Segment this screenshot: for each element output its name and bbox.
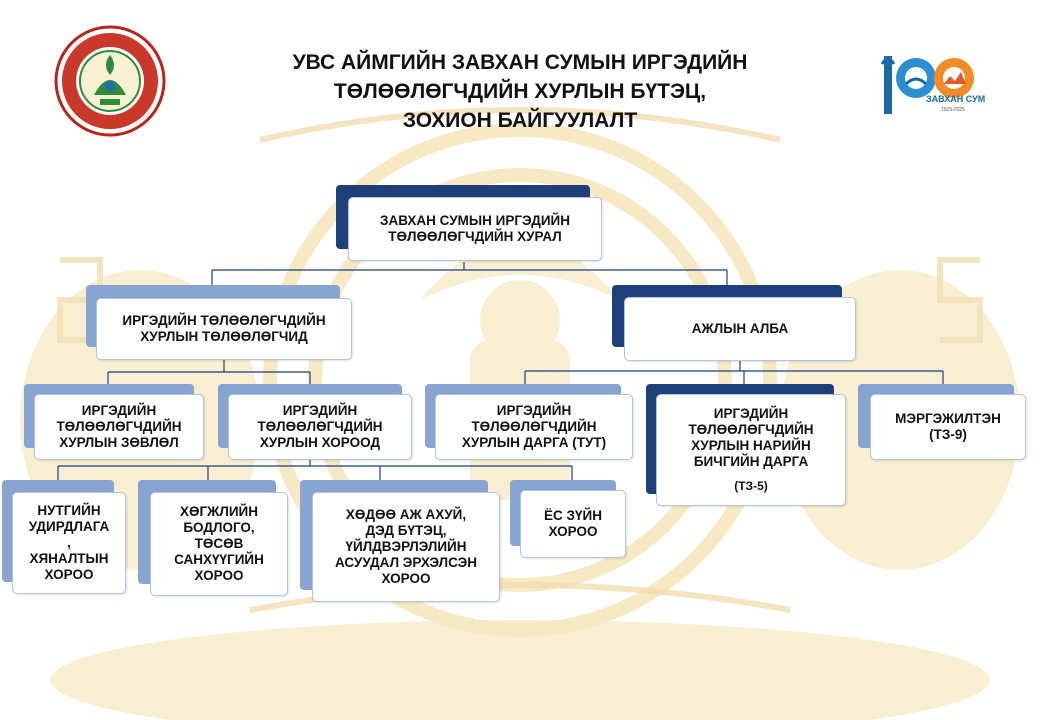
- node-line: ИРГЭДИЙН: [282, 403, 358, 418]
- node-line: ХӨДӨӨ АЖ АХУЙ,: [345, 507, 467, 522]
- node-line: НУТГИЙН: [37, 503, 101, 518]
- node-line: ДЭД БҮТЭЦ,: [365, 523, 447, 538]
- node-line: САНХҮҮГИЙН: [174, 552, 264, 567]
- node-line: ХУРЛЫН ТӨЛӨӨЛӨГЧИД: [140, 329, 308, 344]
- node-line: ИРГЭДИЙН ТӨЛӨӨЛӨГЧДИЙН: [122, 313, 326, 328]
- node-line: ЁС ЗҮЙН: [544, 508, 602, 523]
- node-line: ,: [67, 535, 71, 550]
- node-line: ХУРЛЫН ХОРООД: [259, 435, 381, 450]
- logo-years: 1925-2025: [941, 107, 965, 113]
- node-line: МЭРГЭЖИЛТЭН: [895, 411, 1001, 426]
- node-line: ТӨЛӨӨЛӨГЧДИЙН: [471, 419, 597, 434]
- node-line: ТӨЛӨӨЛӨГЧДИЙН: [257, 419, 383, 434]
- node-line: АЖЛЫН АЛБА: [691, 321, 789, 336]
- uvs-zavkhan-emblem-logo: [54, 25, 166, 137]
- page-title: УВС АЙМГИЙН ЗАВХАН СУМЫН ИРГЭДИЙН ТӨЛӨӨЛ…: [230, 48, 810, 135]
- node-line: АСУУДАЛ ЭРХЭЛСЭН: [334, 555, 478, 570]
- node-line: ХӨГЖЛИЙН: [180, 504, 258, 519]
- node-line: ҮЙЛДВЭРЛЭЛИЙН: [345, 539, 467, 554]
- node-line: ХУРЛЫН ЗӨВЛӨЛ: [59, 435, 179, 450]
- node-line: ХОРОО: [381, 571, 431, 586]
- node-line: ХОРОО: [548, 524, 598, 539]
- node-line: ЗАВХАН СУМЫН ИРГЭДИЙН: [379, 213, 571, 228]
- node-line: ТӨЛӨӨЛӨГЧДИЙН: [688, 422, 814, 437]
- node-grade: (ТЗ-5): [734, 479, 768, 493]
- node-line: ИРГЭДИЙН: [496, 403, 572, 418]
- node-line: УДИРДЛАГА: [28, 519, 110, 534]
- title-line-2: ТӨЛӨӨЛӨГЧДИЙН ХУРЛЫН БҮТЭЦ,: [333, 80, 707, 103]
- node-line: ХУРЛЫН ДАРГА (ТУТ): [461, 435, 607, 450]
- zavkhan-100-anniversary-logo: [880, 56, 974, 114]
- node-line: ХОРОО: [194, 568, 244, 583]
- node-line: ТӨЛӨӨЛӨГЧДИЙН: [56, 419, 182, 434]
- node-line: БОДЛОГО,: [183, 520, 255, 535]
- logo-caption: ЗАВХАН СУМ: [926, 94, 986, 104]
- title-line-1: УВС АЙМГИЙН ЗАВХАН СУМЫН ИРГЭДИЙН: [292, 51, 748, 74]
- node-line: ХЯНАЛТЫН: [29, 551, 109, 566]
- node-line: БИЧГИЙН ДАРГА: [693, 454, 809, 469]
- node-line: ХУРЛЫН НАРИЙН: [691, 438, 811, 453]
- node-line: ХОРОО: [44, 567, 94, 582]
- title-line-3: ЗОХИОН БАЙГУУЛАЛТ: [402, 109, 638, 132]
- node-line: (ТЗ-9): [929, 427, 967, 442]
- node-line: ИРГЭДИЙН: [81, 403, 157, 418]
- node-line: ТӨЛӨӨЛӨГЧДИЙН ХУРАЛ: [388, 229, 562, 244]
- node-line: ТӨСӨВ: [194, 536, 244, 551]
- node-line: ИРГЭДИЙН: [713, 406, 789, 421]
